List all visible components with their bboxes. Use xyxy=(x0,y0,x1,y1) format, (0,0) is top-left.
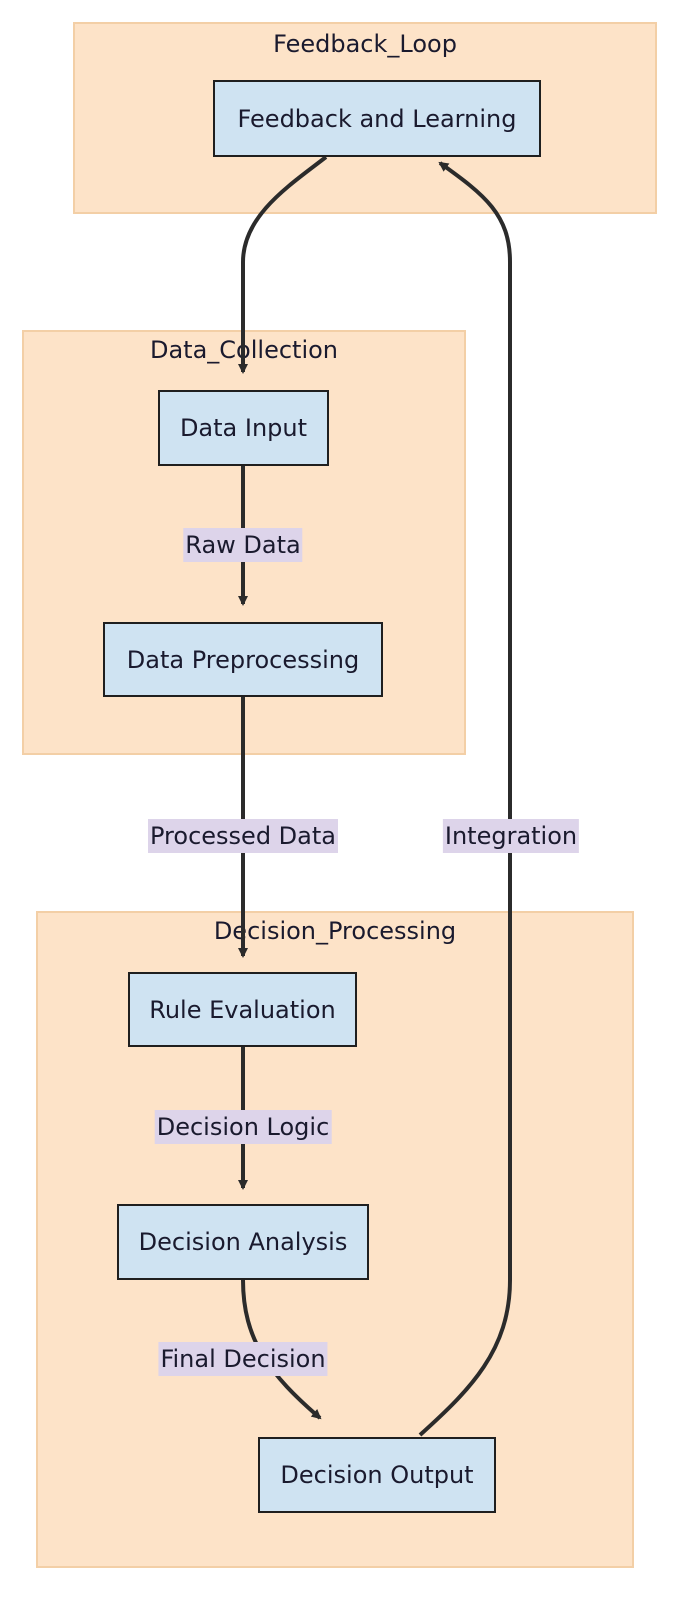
decision-processing-title: Decision_Processing xyxy=(213,917,457,945)
feedback-and-learning-node[interactable]: Feedback and Learning xyxy=(213,80,541,157)
processed-data-label: Processed Data xyxy=(148,819,338,853)
edge-feedback-to-data-input xyxy=(238,155,328,374)
decision-output-node[interactable]: Decision Output xyxy=(258,1437,496,1513)
data-input-node[interactable]: Data Input xyxy=(158,390,329,466)
integration-label: Integration xyxy=(442,819,580,853)
decision-logic-label: Decision Logic xyxy=(154,1110,332,1144)
raw-data-label: Raw Data xyxy=(183,528,303,562)
decision-analysis-node[interactable]: Decision Analysis xyxy=(117,1204,369,1280)
feedback-loop-title: Feedback_Loop xyxy=(273,30,457,58)
data-preprocessing-node[interactable]: Data Preprocessing xyxy=(103,622,383,697)
final-decision-label: Final Decision xyxy=(158,1342,328,1376)
edge-output-to-feedback xyxy=(418,161,512,1437)
rule-evaluation-node[interactable]: Rule Evaluation xyxy=(128,972,357,1047)
